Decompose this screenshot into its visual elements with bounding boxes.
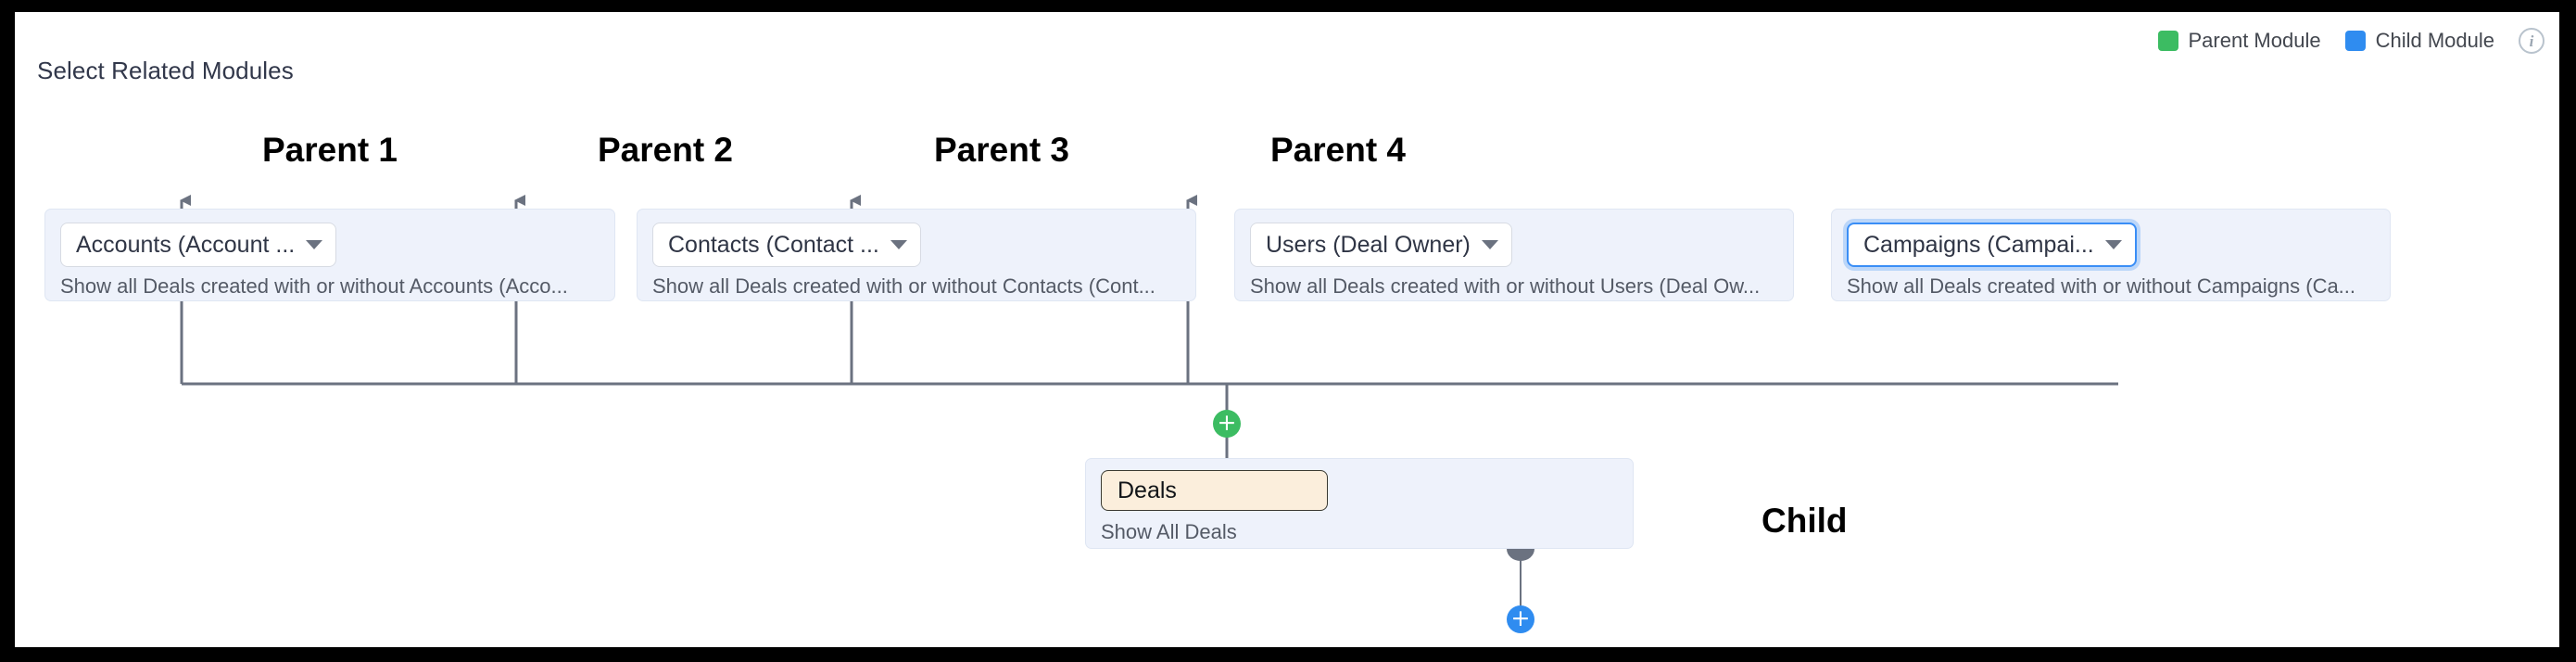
child-module-name: Deals [1118, 477, 1177, 503]
parent-module-dropdown-label-2: Contacts (Contact ... [668, 231, 879, 258]
info-icon[interactable]: i [2519, 28, 2544, 54]
child-module-description: Show All Deals [1101, 521, 1237, 543]
chevron-down-icon [1481, 240, 1498, 249]
child-module-card[interactable]: Deals Show All Deals [1085, 458, 1634, 549]
blue-square-icon [2344, 31, 2366, 51]
parent-module-dropdown-2[interactable]: Contacts (Contact ... [652, 223, 921, 267]
column-heading-parent-3: Parent 3 [933, 131, 1069, 169]
green-square-icon [2157, 31, 2178, 51]
legend-label-child-module: Child Module [2375, 29, 2494, 52]
legend-item-child-module: Child Module [2344, 29, 2494, 53]
parent-module-card-2[interactable]: Contacts (Contact ... Show all Deals cre… [637, 209, 1196, 301]
legend-item-parent-module: Parent Module [2157, 29, 2321, 53]
column-heading-child: Child [1762, 502, 1848, 540]
parent-module-dropdown-label-4: Campaigns (Campai... [1863, 231, 2094, 258]
chevron-down-icon [2104, 240, 2122, 249]
parent-module-description-2: Show all Deals created with or without C… [652, 275, 1155, 298]
page-title: Select Related Modules [37, 57, 294, 84]
parent-module-card-1[interactable]: Accounts (Account ... Show all Deals cre… [44, 209, 615, 301]
child-module-tag[interactable]: Deals [1101, 470, 1328, 511]
parent-module-description-1: Show all Deals created with or without A… [60, 275, 568, 298]
parent-module-card-4[interactable]: Campaigns (Campai... Show all Deals crea… [1831, 209, 2391, 301]
parent-module-dropdown-4[interactable]: Campaigns (Campai... [1847, 223, 2137, 267]
parent-module-card-3[interactable]: Users (Deal Owner) Show all Deals create… [1234, 209, 1794, 301]
parent-module-dropdown-label-3: Users (Deal Owner) [1266, 231, 1471, 258]
legend: Parent Module Child Module i [2157, 24, 2544, 57]
chevron-down-icon [306, 240, 323, 249]
parent-module-dropdown-1[interactable]: Accounts (Account ... [60, 223, 337, 267]
column-heading-parent-1: Parent 1 [261, 131, 398, 169]
diagram-canvas: Select Related Modules Parent Module Chi… [15, 12, 2559, 647]
legend-label-parent-module: Parent Module [2188, 29, 2321, 52]
add-child-module-button[interactable]: + [1507, 605, 1534, 633]
column-heading-parent-4: Parent 4 [1269, 131, 1406, 169]
chevron-down-icon [890, 240, 907, 249]
add-parent-module-button[interactable]: + [1213, 410, 1241, 438]
parent-module-dropdown-label-1: Accounts (Account ... [76, 231, 296, 258]
column-heading-parent-2: Parent 2 [597, 131, 733, 169]
info-icon-glyph: i [2529, 32, 2534, 50]
parent-module-description-3: Show all Deals created with or without U… [1250, 275, 1761, 298]
parent-module-description-4: Show all Deals created with or without C… [1847, 275, 2356, 298]
connector-lines [180, 195, 2118, 613]
parent-module-dropdown-3[interactable]: Users (Deal Owner) [1250, 223, 1512, 267]
